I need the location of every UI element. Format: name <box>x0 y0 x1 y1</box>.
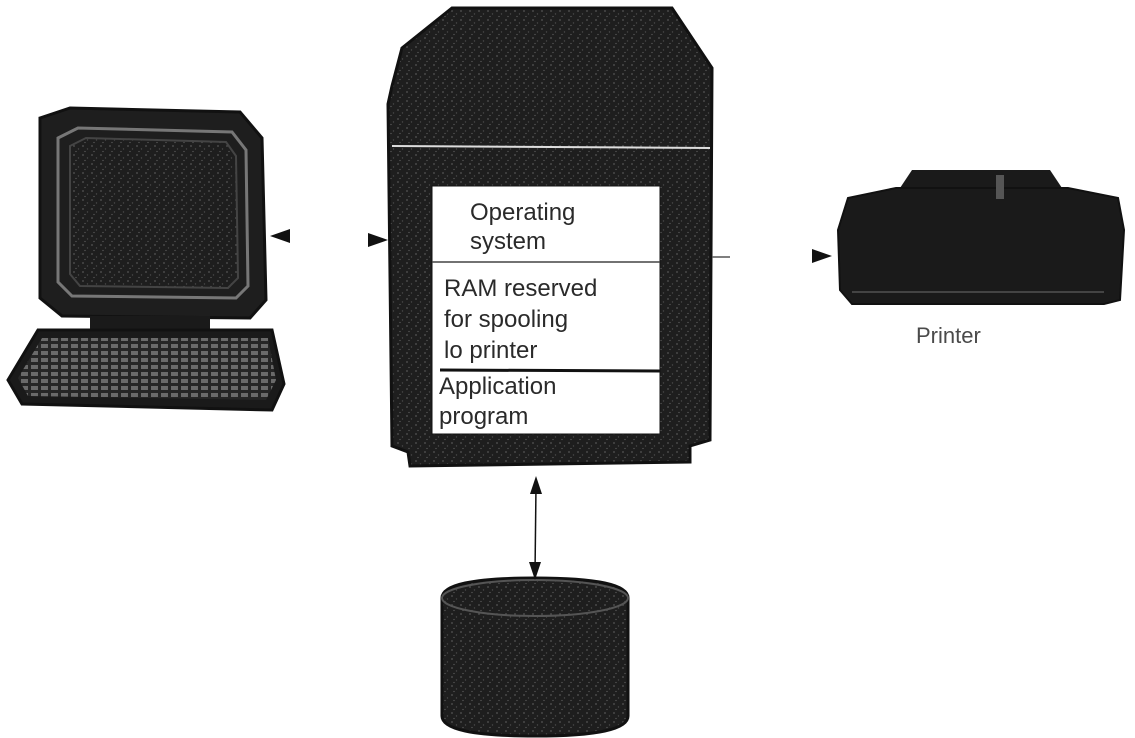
arrowhead-to-memory <box>368 233 388 247</box>
arrowhead-to-printer <box>812 249 832 263</box>
memory-section-spool-line-3: lo printer <box>444 337 537 364</box>
memory-divider-2 <box>440 370 660 371</box>
arrowhead-to-terminal <box>270 229 290 243</box>
terminal-memory-arrows <box>270 229 388 247</box>
memory-section-app-line-1: Application <box>439 373 556 400</box>
memory-printer-arrow <box>712 249 832 263</box>
arrowhead-up <box>530 476 542 494</box>
memory-section-os-line-2: system <box>470 228 546 255</box>
disk-drive-icon <box>442 578 628 736</box>
memory-section-spool-line-2: for spooling <box>444 306 568 333</box>
memory-section-app-line-2: program <box>439 403 528 430</box>
memory-disk-arrow <box>529 476 542 580</box>
memory-section-os-line-1: Operating <box>470 199 575 226</box>
printer-icon <box>838 170 1124 304</box>
memory-section-spool-line-1: RAM reserved <box>444 275 597 302</box>
memory-disk-line <box>535 486 536 574</box>
printer-label: Printer <box>916 323 981 348</box>
computer-terminal-icon <box>8 108 284 410</box>
